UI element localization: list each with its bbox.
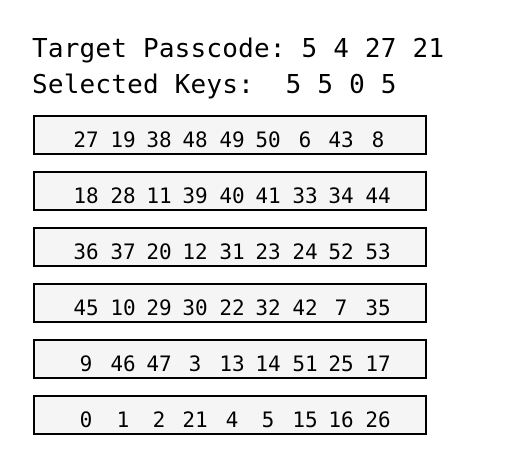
key-10[interactable]: 10 xyxy=(110,296,136,320)
key-20[interactable]: 20 xyxy=(146,240,172,264)
key-53[interactable]: 53 xyxy=(365,240,391,264)
key-18[interactable]: 18 xyxy=(73,184,99,208)
key-25[interactable]: 25 xyxy=(328,352,354,376)
key-15[interactable]: 15 xyxy=(292,408,318,432)
key-52[interactable]: 52 xyxy=(328,240,354,264)
key-45[interactable]: 45 xyxy=(73,296,99,320)
key-49[interactable]: 49 xyxy=(219,128,245,152)
key-14[interactable]: 14 xyxy=(255,352,281,376)
key-4[interactable]: 4 xyxy=(225,408,239,432)
key-7[interactable]: 7 xyxy=(334,296,348,320)
key-23[interactable]: 23 xyxy=(255,240,281,264)
selected-keys: Selected Keys: 5 5 0 5 xyxy=(32,70,397,100)
key-37[interactable]: 37 xyxy=(110,240,136,264)
key-46[interactable]: 46 xyxy=(110,352,136,376)
key-34[interactable]: 34 xyxy=(328,184,354,208)
key-40[interactable]: 40 xyxy=(219,184,245,208)
key-9[interactable]: 9 xyxy=(79,352,93,376)
key-35[interactable]: 35 xyxy=(365,296,391,320)
key-17[interactable]: 17 xyxy=(365,352,391,376)
selected-keys-label: Selected Keys: xyxy=(32,70,254,100)
key-33[interactable]: 33 xyxy=(292,184,318,208)
key-26[interactable]: 26 xyxy=(365,408,391,432)
key-27[interactable]: 27 xyxy=(73,128,99,152)
key-1[interactable]: 1 xyxy=(116,408,130,432)
target-passcode-value: 5 4 27 21 xyxy=(301,34,445,64)
key-38[interactable]: 38 xyxy=(146,128,172,152)
key-30[interactable]: 30 xyxy=(182,296,208,320)
keypad-row-5[interactable]: 9 46 47 3 13 14 51 25 17 xyxy=(33,339,427,379)
key-19[interactable]: 19 xyxy=(110,128,136,152)
selected-keys-value: 5 5 0 5 xyxy=(285,70,397,100)
target-passcode: Target Passcode: 5 4 27 21 xyxy=(32,34,444,64)
key-43[interactable]: 43 xyxy=(328,128,354,152)
keypad-row-2[interactable]: 18 28 11 39 40 41 33 34 44 xyxy=(33,171,427,211)
keypad-row-4[interactable]: 45 10 29 30 22 32 42 7 35 xyxy=(33,283,427,323)
key-44[interactable]: 44 xyxy=(365,184,391,208)
key-31[interactable]: 31 xyxy=(219,240,245,264)
key-3[interactable]: 3 xyxy=(188,352,202,376)
keypad-row-3[interactable]: 36 37 20 12 31 23 24 52 53 xyxy=(33,227,427,267)
key-2[interactable]: 2 xyxy=(152,408,166,432)
key-6[interactable]: 6 xyxy=(298,128,312,152)
key-0[interactable]: 0 xyxy=(79,408,93,432)
key-24[interactable]: 24 xyxy=(292,240,318,264)
keypad-row-1[interactable]: 27 19 38 48 49 50 6 43 8 xyxy=(33,115,427,155)
key-16[interactable]: 16 xyxy=(328,408,354,432)
key-36[interactable]: 36 xyxy=(73,240,99,264)
key-22[interactable]: 22 xyxy=(219,296,245,320)
key-47[interactable]: 47 xyxy=(146,352,172,376)
key-11[interactable]: 11 xyxy=(146,184,172,208)
key-12[interactable]: 12 xyxy=(182,240,208,264)
key-28[interactable]: 28 xyxy=(110,184,136,208)
key-51[interactable]: 51 xyxy=(292,352,318,376)
key-32[interactable]: 32 xyxy=(255,296,281,320)
key-48[interactable]: 48 xyxy=(182,128,208,152)
key-41[interactable]: 41 xyxy=(255,184,281,208)
key-50[interactable]: 50 xyxy=(255,128,281,152)
key-21[interactable]: 21 xyxy=(182,408,208,432)
key-29[interactable]: 29 xyxy=(146,296,172,320)
target-passcode-label: Target Passcode: xyxy=(32,34,286,64)
key-5[interactable]: 5 xyxy=(261,408,275,432)
key-8[interactable]: 8 xyxy=(371,128,385,152)
key-13[interactable]: 13 xyxy=(219,352,245,376)
key-39[interactable]: 39 xyxy=(182,184,208,208)
key-42[interactable]: 42 xyxy=(292,296,318,320)
